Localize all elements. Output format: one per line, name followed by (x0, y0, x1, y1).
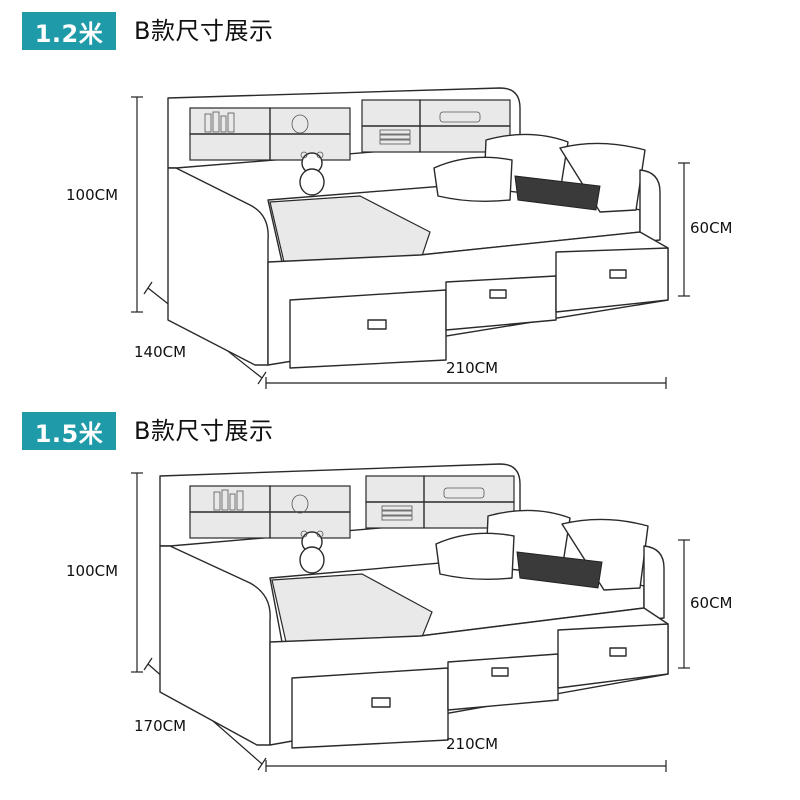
teddy-bear (299, 530, 325, 574)
sofa-right-arm (643, 545, 665, 621)
size-badge: 1.2米 (22, 12, 116, 50)
section-heading: B款尺寸展示 (134, 417, 274, 445)
length-dimension-label: 210CM (446, 735, 499, 753)
drawers[interactable] (291, 623, 669, 749)
teddy-bear (299, 151, 325, 196)
sofa-bed-illustration (131, 463, 690, 772)
seat-height-dimension-label: 60CM (690, 219, 733, 237)
pillows (433, 133, 646, 213)
depth-dimension-label: 140CM (134, 343, 187, 361)
length-dimension-label: 210CM (446, 359, 499, 377)
bookshelf-headboard (159, 463, 521, 547)
size-section-1: 1.2米 B款尺寸展示 (22, 12, 733, 389)
sofa-left-arm (159, 545, 271, 746)
height-dimension-label: 100CM (66, 186, 119, 204)
depth-dimension-label: 170CM (134, 717, 187, 735)
pillows (435, 509, 649, 591)
seat-height-dimension-label: 60CM (690, 594, 733, 612)
bookshelf-headboard (167, 87, 521, 169)
size-badge: 1.5米 (22, 412, 116, 450)
sofa-left-arm (167, 167, 269, 366)
drawers[interactable] (289, 247, 669, 369)
sofa-bed-illustration (131, 87, 690, 389)
size-section-2: 1.5米 B款尺寸展示 (0, 400, 800, 800)
sofa-right-arm (639, 169, 661, 243)
height-dimension-label: 100CM (66, 562, 119, 580)
section-heading: B款尺寸展示 (134, 17, 274, 45)
dimension-lines (131, 96, 690, 389)
